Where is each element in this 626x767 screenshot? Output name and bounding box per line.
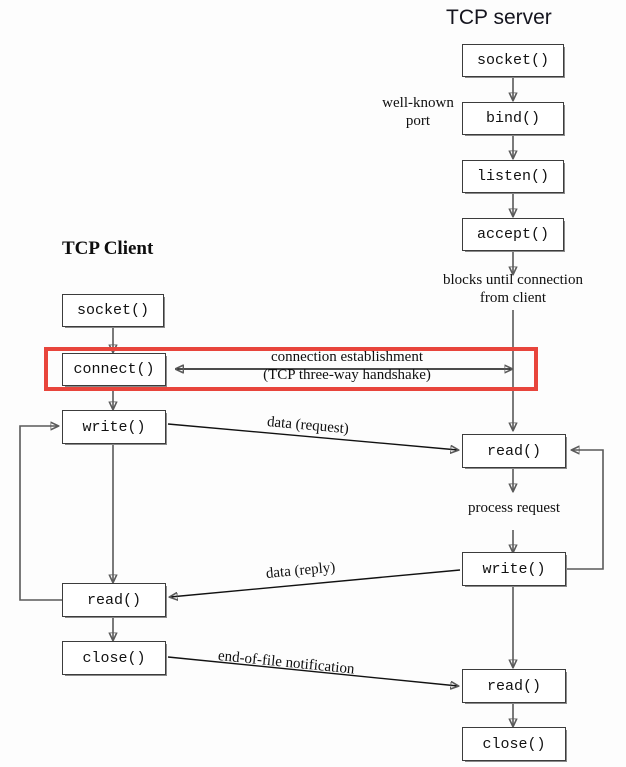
blocks-note-line2: from client [479,289,547,306]
server-step-accept[interactable]: accept() [462,218,564,251]
client-step-close[interactable]: close() [62,641,166,675]
server-title: TCP server [446,6,552,29]
data-reply-label: data (reply) [265,559,336,582]
client-step-read[interactable]: read() [62,583,166,617]
server-step-listen[interactable]: listen() [462,160,564,193]
client-step-write[interactable]: write() [62,410,166,444]
handshake-label: connection establishment (TCP three-way … [212,349,482,384]
eof-notification-label: end-of-file notification [217,648,356,678]
server-step-write-reply[interactable]: write() [462,552,566,586]
client-title: TCP Client [62,238,154,259]
process-request-note: process request [467,500,561,516]
client-step-socket[interactable]: socket() [62,294,164,327]
blocks-until-connection-note: blocks until connection from client [419,272,607,307]
server-step-read-request[interactable]: read() [462,434,566,468]
well-known-port-line2: port [405,112,431,129]
well-known-port-line1: well-known [382,95,454,111]
server-step-socket[interactable]: socket() [462,44,564,77]
server-step-read-eof[interactable]: read() [462,669,566,703]
server-step-close[interactable]: close() [462,727,566,761]
blocks-note-line1: blocks until connection [443,272,583,288]
client-step-connect[interactable]: connect() [62,353,166,386]
handshake-line1: connection establishment [270,349,424,365]
server-step-bind[interactable]: bind() [462,102,564,135]
well-known-port-note: well-known port [372,95,464,130]
handshake-line2: (TCP three-way handshake) [263,366,431,383]
data-request-label: data (request) [266,414,350,438]
